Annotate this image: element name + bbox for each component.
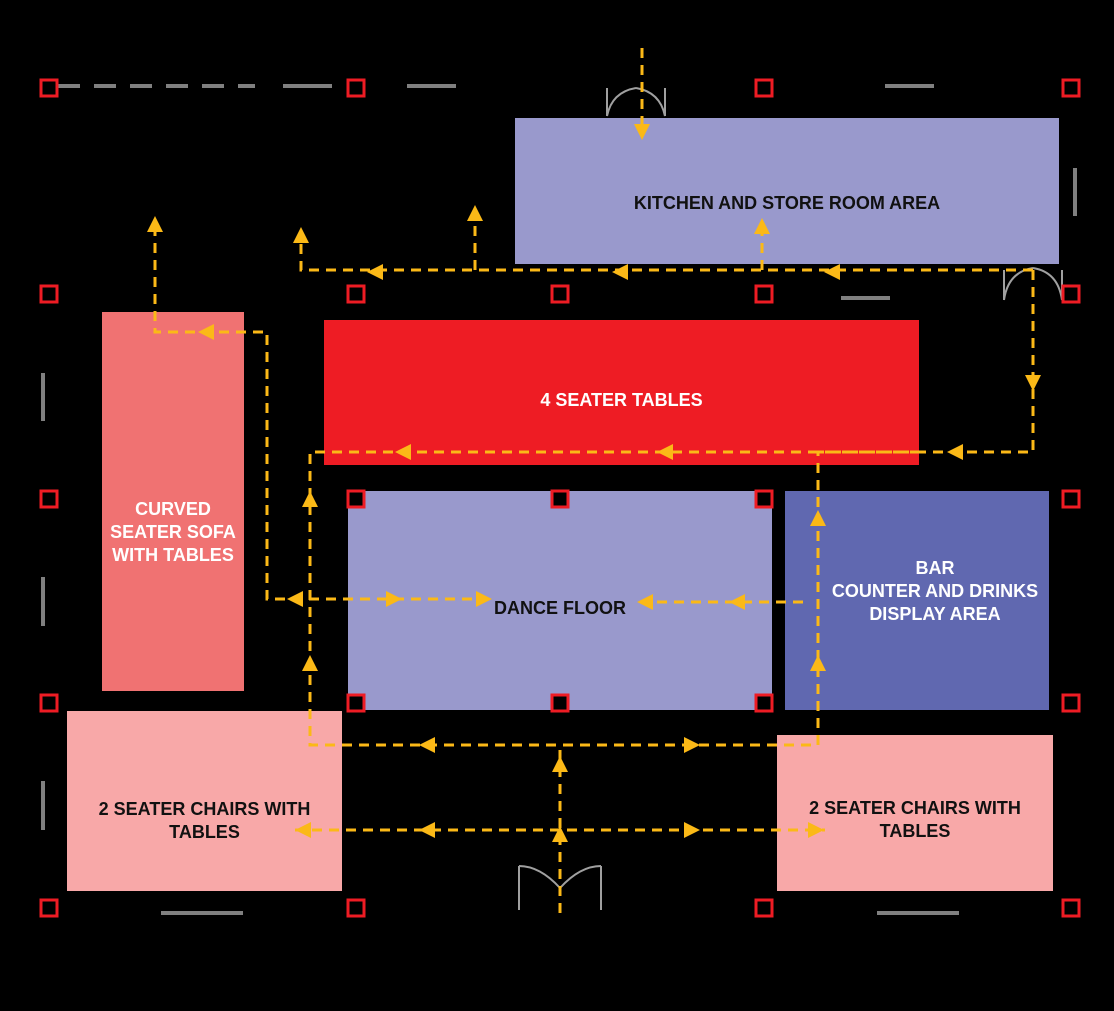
column [550,284,570,304]
arrow-marker [637,594,653,610]
arrow-marker [287,591,303,607]
kitchen-entry-door [606,87,666,117]
four-seater-area [324,320,919,465]
arrow-marker [467,205,483,221]
bar-area [785,491,1049,710]
flow-arrows [147,124,1041,842]
flow-path [299,240,1033,272]
column [346,898,366,918]
column [39,489,59,509]
sofa-label: CURVED SEATER SOFA WITH TABLES [110,498,236,565]
two-seater-left-label: 2 SEATER CHAIRS WITH TABLES [98,799,311,842]
flow-path [308,270,1035,747]
column [754,78,774,98]
column [754,489,774,509]
column [346,284,366,304]
arrow-marker [729,594,745,610]
arrow-marker [419,737,435,753]
column [1061,693,1081,713]
column [1061,898,1081,918]
arrow-marker [824,264,840,280]
column [550,489,570,509]
column [39,898,59,918]
sofa-area [102,312,244,691]
four-seater-label: 4 SEATER TABLES [540,389,703,410]
arrow-marker [386,591,402,607]
column [1061,78,1081,98]
arrow-marker [198,324,214,340]
column [346,693,366,713]
arrow-marker [684,822,700,838]
kitchen-label: KITCHEN AND STORE ROOM AREA [633,192,941,213]
two-seater-right-area [777,735,1053,891]
arrow-marker [947,444,963,460]
arrow-marker [395,444,411,460]
column [346,489,366,509]
arrow-marker [684,737,700,753]
arrow-marker [552,826,568,842]
column [754,284,774,304]
column [39,284,59,304]
two-seater-right-label: 2 SEATER CHAIRS WITH TABLES [809,798,1021,841]
arrow-marker [808,822,824,838]
column [1061,284,1081,304]
main-entrance-door [518,865,602,910]
arrow-marker [367,264,383,280]
arrow-marker [754,218,770,234]
column [754,898,774,918]
flow-path [153,226,490,601]
kitchen-area [515,118,1059,264]
columns [39,78,1081,918]
column [754,693,774,713]
arrow-marker [810,655,826,671]
column [1061,489,1081,509]
dance-floor-label: DANCE FLOOR [494,597,626,618]
arrow-marker [612,264,628,280]
arrow-marker [295,822,311,838]
arrow-marker [302,491,318,507]
arrow-marker [810,510,826,526]
column [346,78,366,98]
doors [518,87,1063,910]
bar-label: BAR COUNTER AND DRINKS DISPLAY AREA [831,557,1039,624]
arrow-marker [552,756,568,772]
two-seater-left-area [67,711,342,891]
walls [41,84,1077,915]
arrow-marker [147,216,163,232]
arrow-marker [476,591,492,607]
column [39,693,59,713]
column [39,78,59,98]
arrow-marker [634,124,650,140]
arrow-marker [302,655,318,671]
column [550,693,570,713]
arrow-marker [657,444,673,460]
arrow-marker [1025,375,1041,391]
arrow-marker [419,822,435,838]
arrow-marker [293,227,309,243]
